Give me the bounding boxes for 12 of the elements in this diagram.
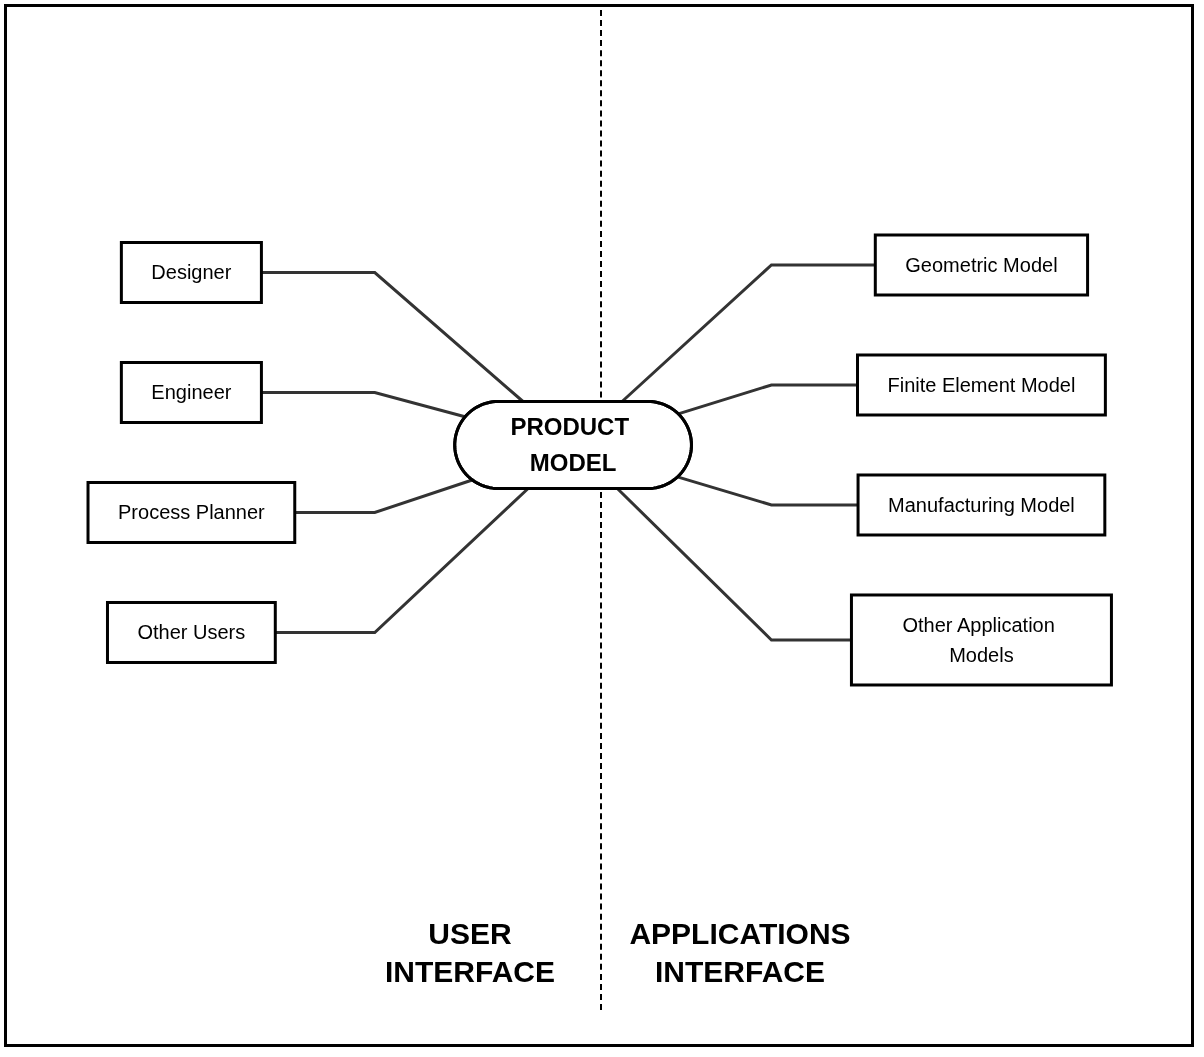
connector xyxy=(261,391,467,419)
connector xyxy=(678,383,858,416)
node-box: Engineer xyxy=(120,361,264,424)
node-box: Manufacturing Model xyxy=(856,473,1107,537)
node-box: Other Users xyxy=(106,601,278,664)
node-box: Finite Element Model xyxy=(856,353,1108,417)
connector xyxy=(678,475,859,507)
node-box: Designer xyxy=(120,241,264,304)
node-box: Other Application Models xyxy=(850,593,1114,687)
connector xyxy=(295,478,473,514)
node-box: Geometric Model xyxy=(874,233,1090,297)
node-box: Process Planner xyxy=(86,481,297,544)
